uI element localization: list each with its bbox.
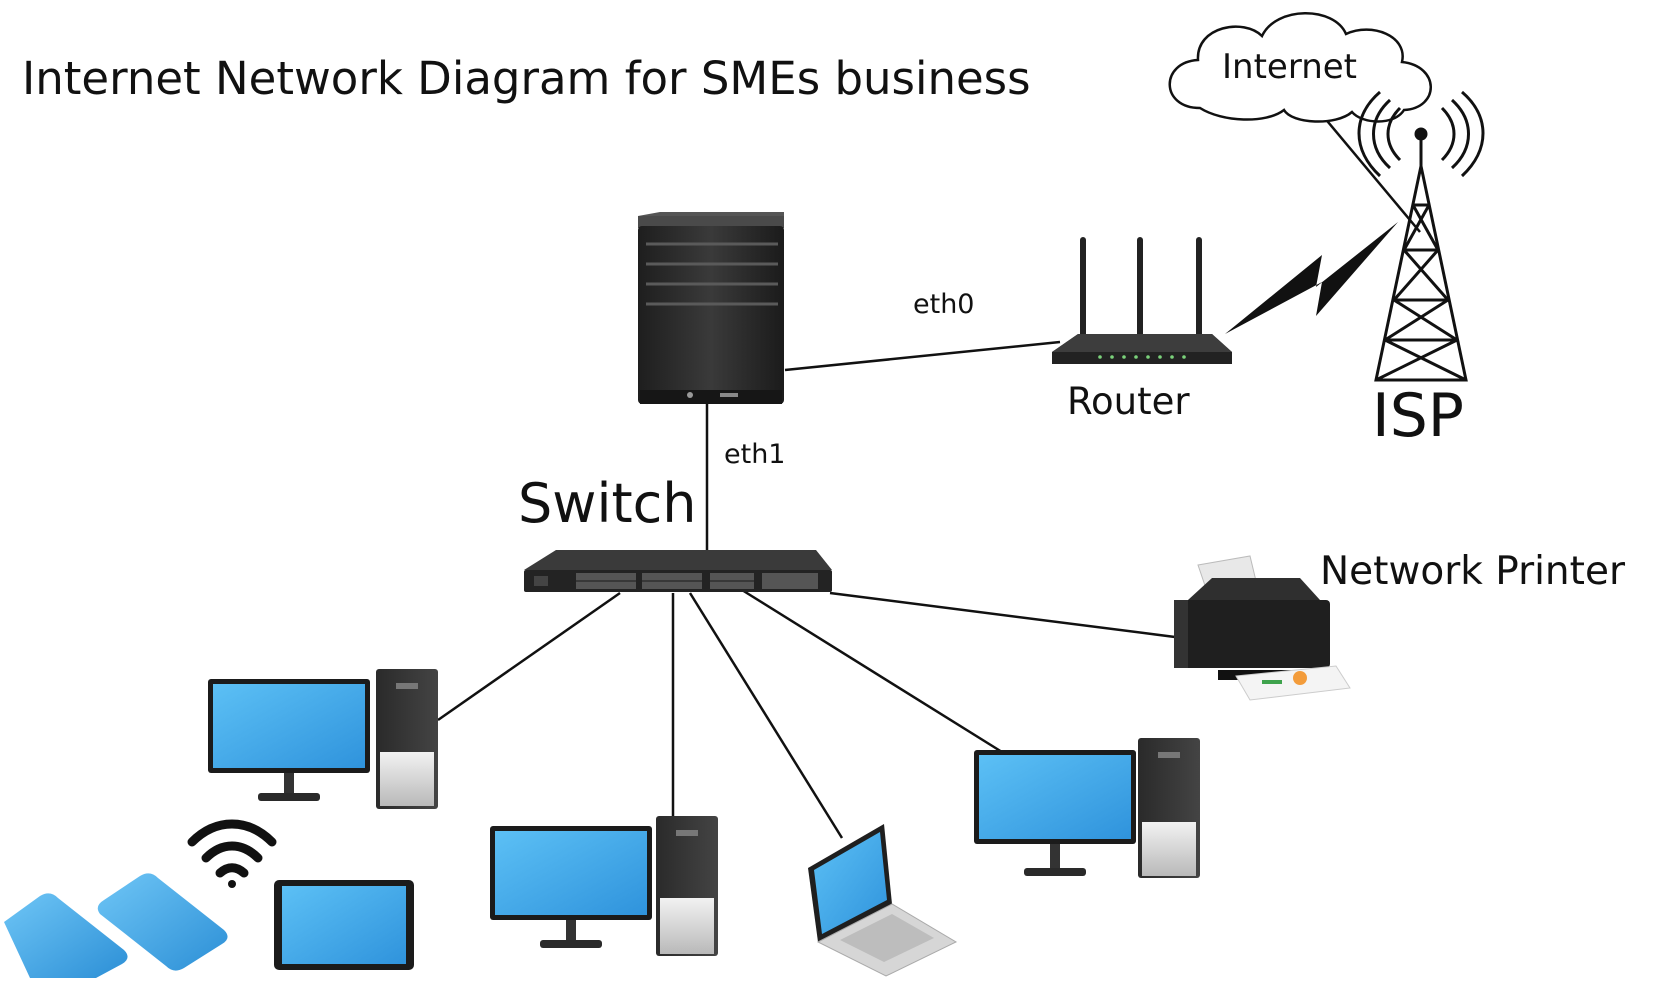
isp-tower-icon (1357, 90, 1485, 382)
link-server-router (784, 340, 1061, 372)
link-switch-desktop-right (741, 588, 1003, 754)
wireless-link-bolt (1225, 222, 1398, 334)
desktop-computer-left-icon (208, 669, 438, 809)
desktop-computer-center-icon (490, 816, 718, 956)
link-switch-printer (829, 591, 1176, 639)
tablet-icon (274, 880, 414, 970)
switch-label: Switch (518, 472, 697, 535)
desktop-computer-right-icon (974, 738, 1200, 878)
router-icon (1052, 237, 1232, 364)
switch-icon (524, 550, 832, 592)
network-printer-icon (1174, 555, 1351, 701)
internet-cloud-icon (1168, 12, 1432, 123)
link-switch-laptop (688, 592, 844, 839)
laptop-icon (808, 824, 958, 977)
router-label: Router (1067, 380, 1190, 423)
connection-lines (437, 109, 1421, 839)
link-cloud-tower (1317, 109, 1421, 233)
internet-label: Internet (1222, 47, 1358, 87)
diagram-title: Internet Network Diagram for SMEs busine… (22, 52, 1031, 105)
smartphone-right-icon (97, 873, 228, 971)
link-switch-desktop-left (437, 591, 621, 722)
eth1-label: eth1 (724, 439, 786, 470)
isp-label: ISP (1372, 381, 1464, 451)
server-icon (638, 212, 784, 404)
smartphone-left-icon (4, 893, 128, 978)
wifi-icon (187, 819, 277, 888)
eth0-label: eth0 (913, 289, 975, 320)
network-printer-label: Network Printer (1320, 549, 1625, 594)
